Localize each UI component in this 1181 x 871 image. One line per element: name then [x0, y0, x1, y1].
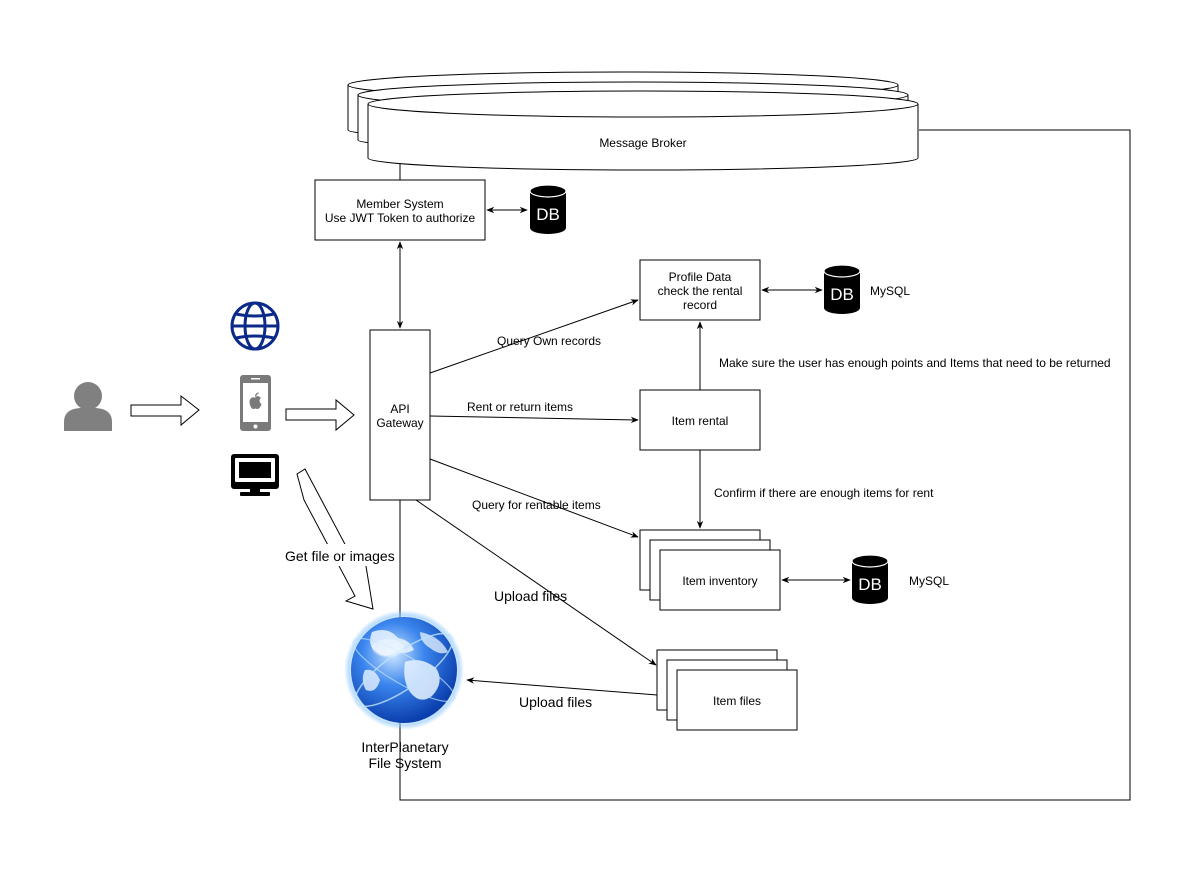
query-own-records-arrow: [429, 299, 639, 374]
user-icon: [64, 382, 112, 431]
get-file-label-bg: [283, 544, 395, 566]
db-label: DB: [858, 575, 882, 594]
message-broker: Message Broker: [347, 71, 919, 171]
get-file-label: Get file or images: [285, 548, 395, 564]
confirm-items-label: Confirm if there are enough items for re…: [714, 486, 934, 500]
ipfs-title-line2: File System: [368, 755, 441, 771]
upload-files-ipfs-label: Upload files: [519, 694, 592, 710]
make-sure-label: Make sure the user has enough points and…: [719, 356, 1111, 370]
item-rental-label: Item rental: [672, 414, 729, 428]
member-system-box: Member System Use JWT Token to authorize: [314, 179, 486, 241]
clients-to-gateway-arrow: [285, 398, 355, 432]
rent-return-arrow: [429, 415, 639, 424]
item-inventory-label: Item inventory: [682, 574, 757, 588]
user-to-clients-arrow: [130, 394, 200, 427]
profile-data-title: Profile Data: [669, 270, 732, 284]
inventory-db-name: MySQL: [909, 574, 949, 588]
desktop-monitor-icon: [231, 454, 279, 496]
query-rentable-label: Query for rentable items: [472, 498, 601, 512]
item-files-label: Item files: [713, 694, 761, 708]
message-broker-label: Message Broker: [599, 136, 686, 150]
upload-files-gateway-arrow: [415, 499, 657, 666]
rent-return-label: Rent or return items: [467, 400, 573, 414]
member-system-subtitle: Use JWT Token to authorize: [325, 211, 476, 225]
database-icon: DB: [851, 554, 889, 604]
item-rental-box: Item rental: [639, 389, 761, 451]
database-icon: DB: [823, 264, 861, 314]
query-own-records-label: Query Own records: [497, 334, 601, 348]
item-files-box: Item files: [656, 649, 798, 731]
get-file-block-arrow: [296, 468, 374, 610]
profile-data-line2: check the rental: [658, 284, 743, 298]
member-system-title: Member System: [356, 197, 443, 211]
earth-globe-icon: [344, 610, 464, 730]
upload-files-ipfs-arrow: [466, 677, 658, 696]
api-gateway-box: API Gateway: [369, 329, 431, 501]
profile-data-line3: record: [683, 298, 717, 312]
database-icon: DB: [529, 184, 567, 234]
globe-icon: [230, 301, 280, 351]
ipfs-title-line1: InterPlanetary: [361, 739, 448, 755]
query-rentable-arrow: [429, 458, 639, 538]
db-label: DB: [830, 285, 854, 304]
api-gateway-title: API: [390, 402, 409, 416]
profile-db-name: MySQL: [870, 284, 910, 298]
db-label: DB: [536, 205, 560, 224]
profile-data-box: Profile Data check the rental record: [639, 259, 761, 321]
item-inventory-box: Item inventory: [639, 529, 781, 611]
api-gateway-subtitle: Gateway: [376, 416, 423, 430]
iphone-icon: [240, 375, 271, 431]
upload-files-gateway-label: Upload files: [494, 588, 567, 604]
